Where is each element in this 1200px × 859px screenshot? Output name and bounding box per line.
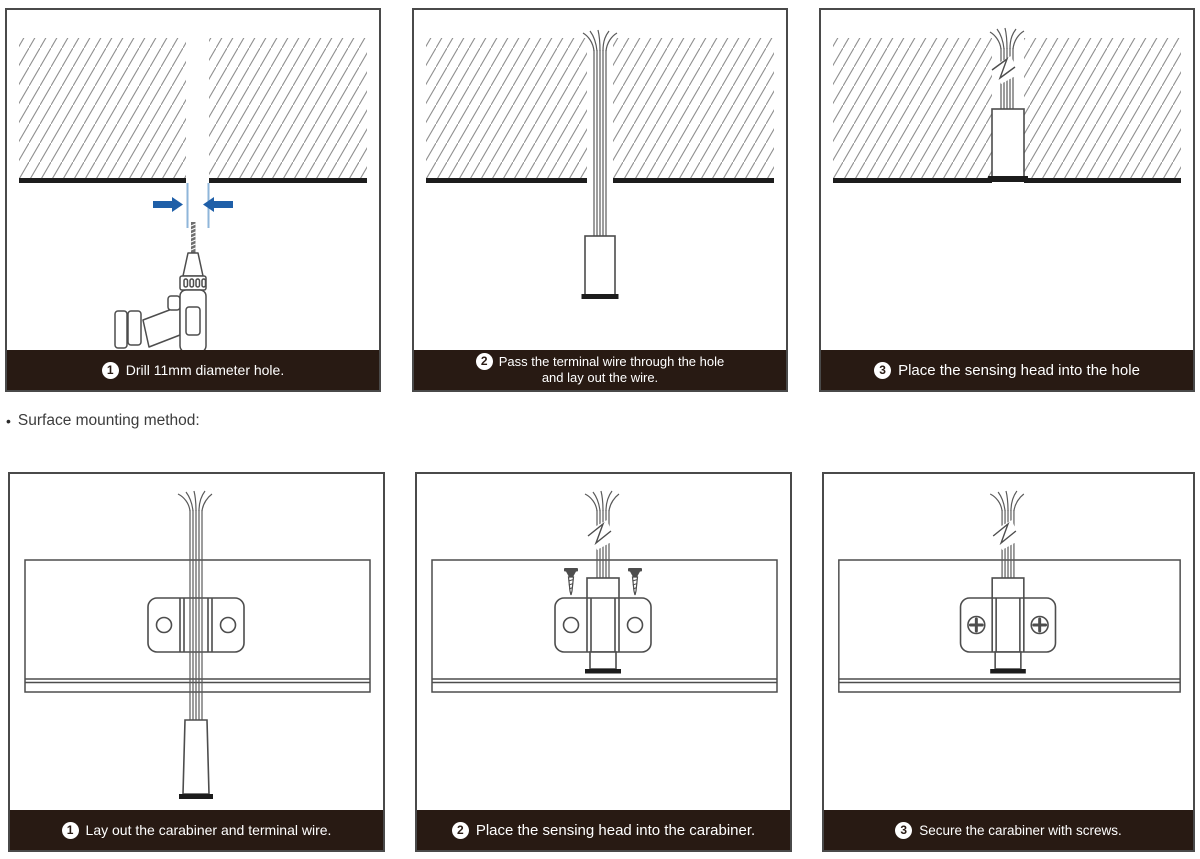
sensing-head-icon [988,108,1028,182]
arrow-left-icon [203,197,233,212]
step-caption: 2 Pass the terminal wire through the hol… [475,353,725,386]
step-caption: Drill 11mm diameter hole. [125,362,285,378]
step-number-badge: 1 [101,361,119,379]
hatched-ceiling [426,38,774,183]
panel-step2-head-into-carabiner: 2 Place the sensing head into the carabi… [415,472,792,852]
step-caption-bar: 3 Secure the carabiner with screws. [824,810,1193,850]
drill-hole-drawing [19,38,367,350]
panel-step1-drill-hole: 1 Drill 11mm diameter hole. [5,8,381,392]
step-caption-bar: 2 Place the sensing head into the carabi… [417,810,790,850]
sensing-head-bottom [585,651,621,674]
section-label-text: Surface mounting method: [17,412,200,429]
bullet-icon: • [6,413,11,429]
sensing-head-icon [179,719,213,799]
panel-step3-secure-screws: 3 Secure the carabiner with screws. [822,472,1195,852]
screw-icon [564,568,578,596]
head-in-carabiner-drawing [431,490,778,693]
illustration-head-in-hole [821,10,1193,350]
illustration-wire-through-hole [414,10,786,350]
carabiner-secured-drawing [838,490,1181,693]
panel-step3-place-head: 3 Place the sensing head into the hole [819,8,1195,392]
step-number-badge: 3 [874,361,892,379]
sensing-head-top [991,577,1025,600]
carabiner-bracket-icon [959,597,1057,653]
carabiner-wire-drawing [24,490,371,799]
illustration-drill-hole [7,10,379,350]
step-caption: Place the sensing head into the hole [898,361,1140,379]
head-in-hole-drawing [833,27,1181,183]
step-number-badge: 1 [61,821,79,839]
screw-icon [628,568,642,596]
wire-break-icon [991,56,1019,84]
drill-vent-slots [183,278,207,288]
step-caption-line1: Pass the terminal wire through the hole [498,353,725,369]
drill-icon [114,222,207,350]
step-caption-bar: 3 Place the sensing head into the hole [821,350,1193,390]
wire-break-icon [587,520,615,550]
sensing-head-top [586,577,620,600]
illustration-carabiner-and-wire [10,474,383,810]
step-number-badge: 2 [451,821,469,839]
step-number-badge: 3 [895,821,913,839]
phillips-screw-head-icon [967,615,986,635]
step-caption-bar: 1 Lay out the carabiner and terminal wir… [10,810,383,850]
step-caption-bar: 2 Pass the terminal wire through the hol… [414,350,786,390]
sensing-head-icon [581,235,619,299]
wire-bundle-icon [177,490,213,720]
wire-through-hole-drawing [426,29,774,299]
arrow-right-icon [153,197,183,212]
step-number-badge: 2 [475,353,493,371]
illustration-carabiner-secured [824,474,1193,810]
phillips-screw-head-icon [1030,615,1049,635]
step-caption-line2: and lay out the wire. [541,370,659,386]
wire-bundle-icon [989,490,1025,578]
panel-step1-layout-carabiner: 1 Lay out the carabiner and terminal wir… [8,472,385,852]
step-caption: Place the sensing head into the carabine… [475,821,756,839]
wire-bundle-icon [582,29,618,236]
section-label-surface-mounting: • Surface mounting method: [6,412,200,430]
step-caption: Secure the carabiner with screws. [919,822,1122,838]
carabiner-bracket-icon [554,597,652,653]
panel-step2-pass-wire: 2 Pass the terminal wire through the hol… [412,8,788,392]
illustration-head-in-carabiner [417,474,790,810]
step-caption: Lay out the carabiner and terminal wire. [85,822,332,838]
hatched-ceiling [833,38,1181,183]
step-caption-bar: 1 Drill 11mm diameter hole. [7,350,379,390]
sensing-head-bottom [990,651,1026,674]
hatched-ceiling [19,38,367,183]
wire-break-icon [992,520,1020,550]
